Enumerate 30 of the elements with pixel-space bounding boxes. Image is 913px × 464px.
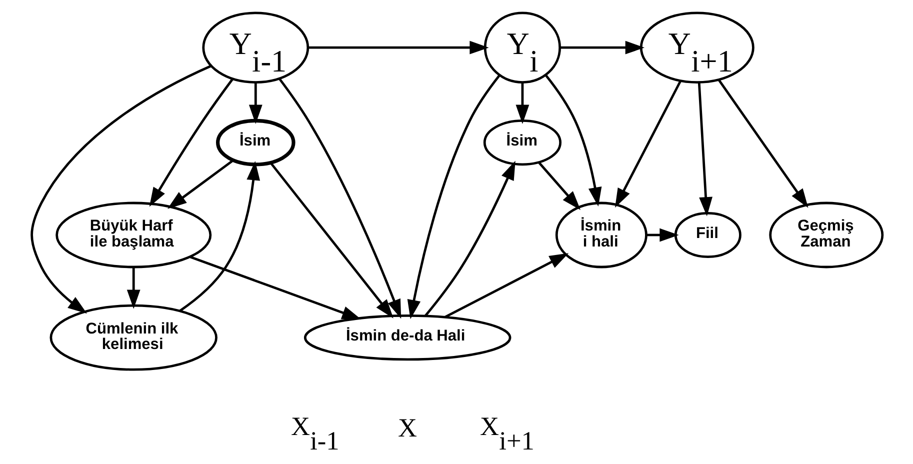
arrow — [538, 162, 580, 210]
arrow — [166, 160, 233, 209]
arrow — [717, 79, 808, 208]
arrow — [406, 74, 500, 320]
arrow — [560, 40, 644, 54]
arrow — [269, 162, 393, 318]
arrow — [515, 82, 529, 124]
arrow — [544, 74, 602, 206]
label: X — [398, 413, 417, 442]
arrow — [424, 160, 515, 316]
arrow — [308, 40, 488, 54]
arrow — [126, 267, 140, 309]
arrow — [248, 82, 262, 124]
node-ellipse: İsmin de-da Hali — [303, 314, 511, 361]
arrow — [697, 82, 712, 216]
arrow — [614, 80, 682, 208]
arrow — [178, 161, 260, 312]
node-ellipse: Fiil — [674, 212, 741, 258]
arrow — [444, 253, 568, 318]
node-ellipse: İsim — [216, 118, 295, 166]
node-ellipse: İsim — [482, 120, 562, 166]
arrow — [148, 78, 233, 207]
node-ellipse: İsmin i hali — [554, 202, 647, 268]
node-ellipse: Geçmiş Zaman — [768, 202, 884, 268]
node-ellipse: Büyük Harf ile başlama — [55, 202, 212, 268]
arrow — [189, 256, 361, 320]
arrow — [278, 78, 401, 319]
node-ellipse: Cümlenin ilk kelimesi — [49, 304, 217, 371]
arrow — [30, 64, 211, 314]
arrow — [646, 228, 678, 242]
